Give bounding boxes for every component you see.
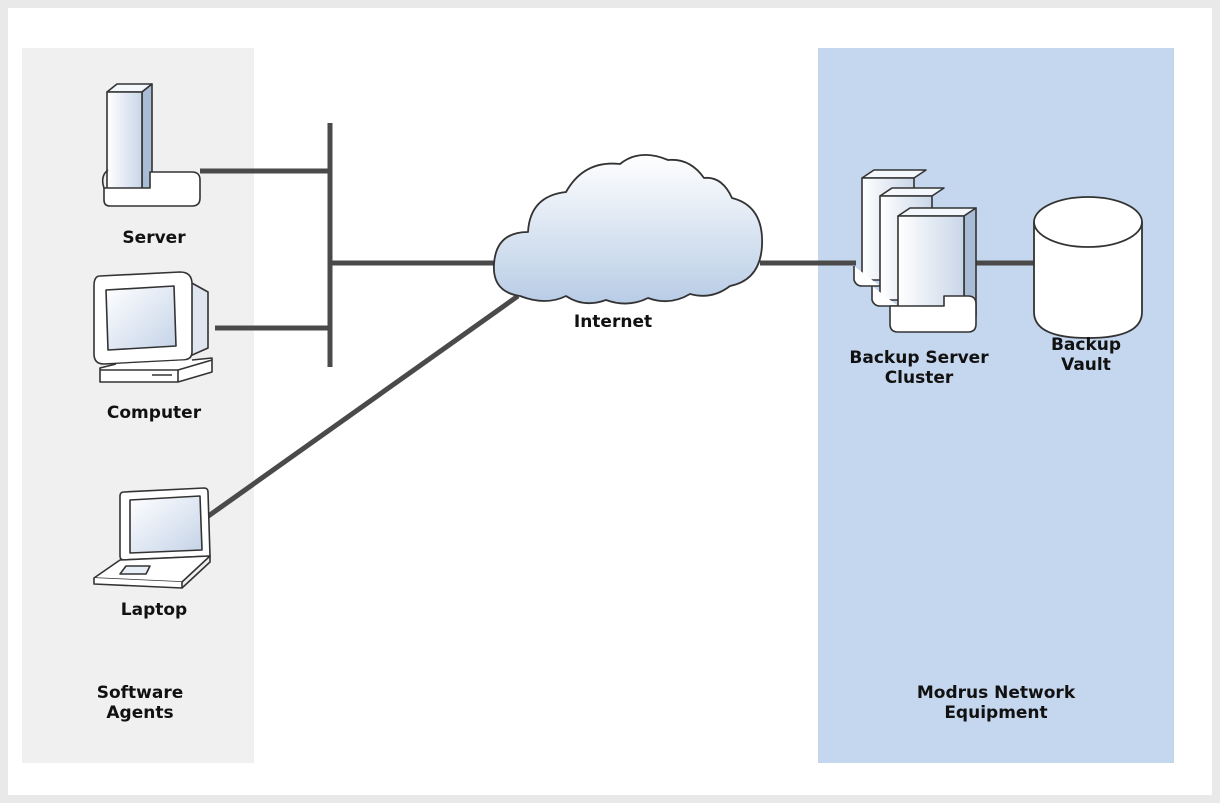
vault-label-line2: Vault (1061, 355, 1111, 375)
cluster-label-line1: Backup Server (849, 348, 989, 368)
server-tower-icon (101, 83, 201, 207)
modrus-network-title: Modrus Network Equipment (896, 683, 1096, 723)
server-cluster-icon (853, 169, 977, 333)
desktop-computer-icon (93, 271, 213, 383)
cloud-icon (493, 154, 763, 305)
backup-vault-label: Backup Vault (1030, 335, 1142, 375)
database-cylinder-icon (1033, 196, 1143, 339)
modrus-title-line2: Equipment (944, 703, 1048, 723)
laptop-label: Laptop (120, 600, 188, 620)
backup-server-cluster-label: Backup Server Cluster (834, 348, 1004, 388)
cluster-label-line2: Cluster (884, 368, 954, 388)
software-agents-title-line2: Agents (106, 703, 174, 723)
laptop-icon (93, 487, 211, 589)
internet-label: Internet (573, 312, 653, 332)
modrus-title-line1: Modrus Network (916, 683, 1076, 703)
computer-label: Computer (106, 403, 202, 423)
server-label: Server (122, 228, 186, 248)
modrus-network-panel (818, 48, 1174, 763)
vault-label-line1: Backup (1050, 335, 1122, 355)
connector-laptop (205, 293, 520, 520)
software-agents-title: Software Agents (70, 683, 210, 723)
software-agents-title-line1: Software (96, 683, 184, 703)
